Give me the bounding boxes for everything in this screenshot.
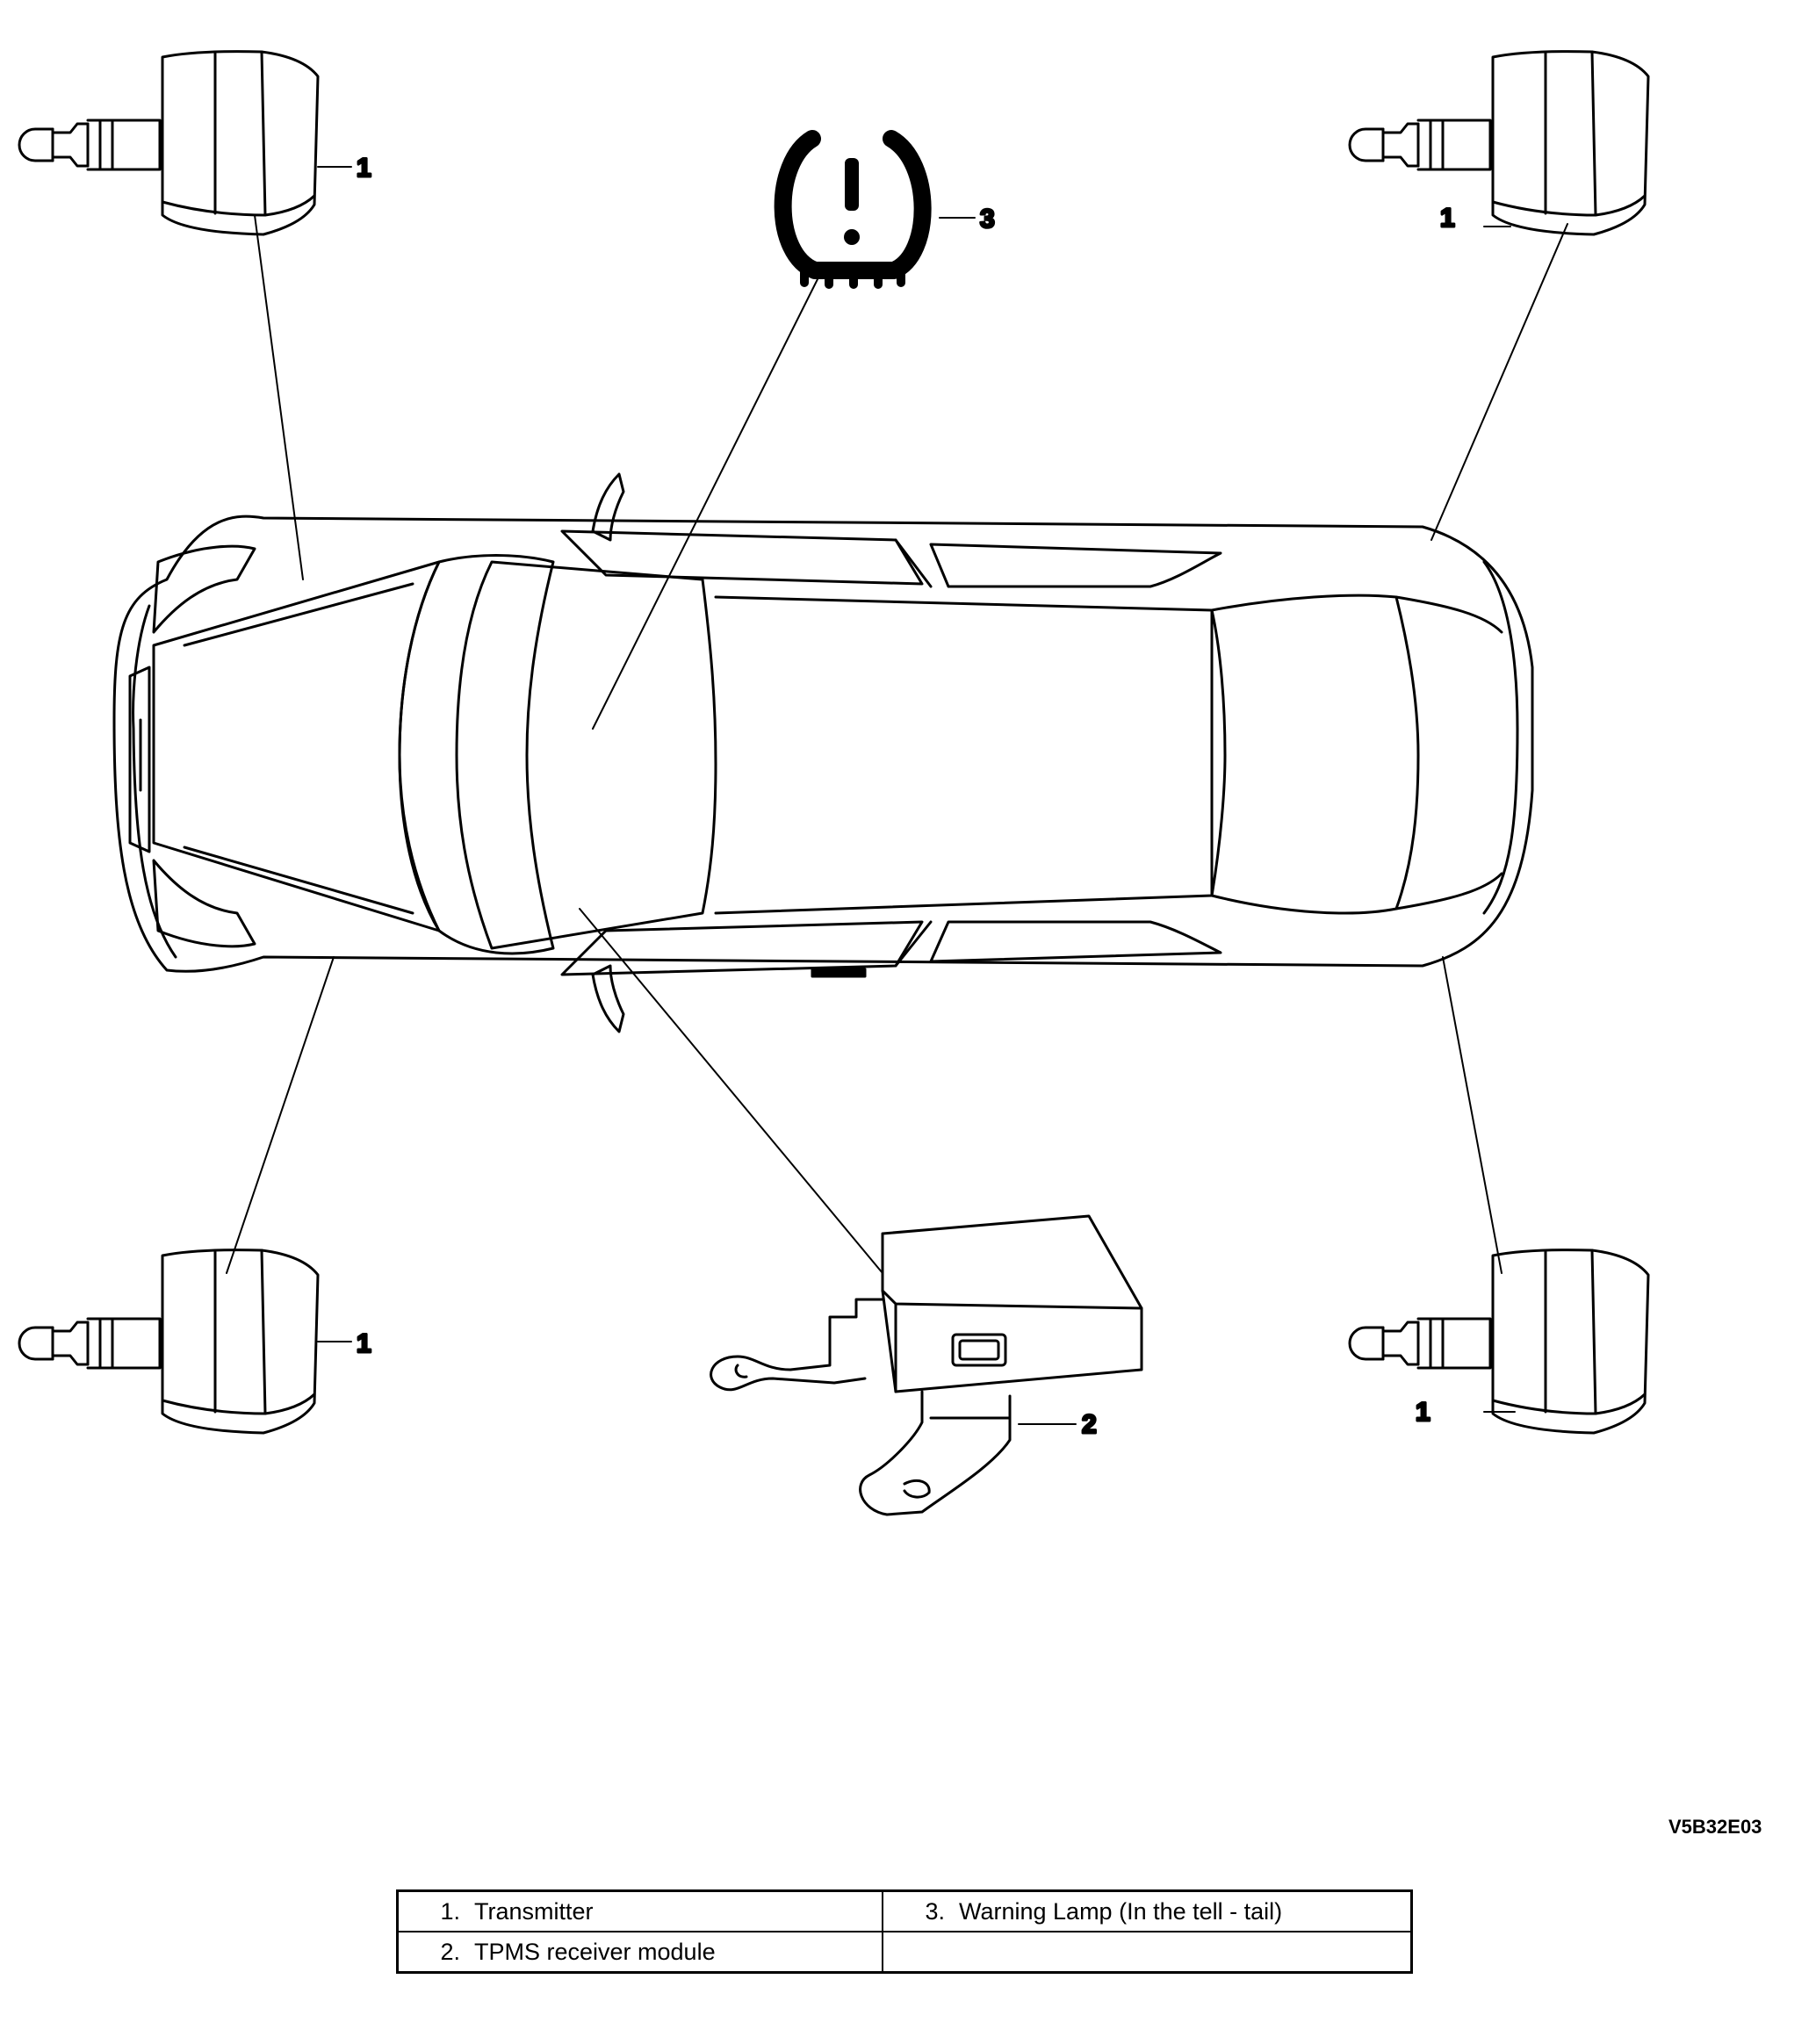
transmitter-rear-left <box>18 1249 320 1435</box>
leader-lines <box>226 166 1568 1425</box>
transmitter-front-right <box>1348 50 1650 236</box>
legend-cell: 1. Transmitter <box>396 1889 883 1932</box>
tpms-receiver-module <box>710 1214 1143 1516</box>
callout-receiver-module: 2 <box>1082 1410 1097 1439</box>
legend-label: Warning Lamp (In the tell - tail) <box>959 1897 1283 1925</box>
legend-row: 2. TPMS receiver module <box>396 1931 1413 1974</box>
legend-number: 1. <box>440 1897 460 1925</box>
callout-transmitter-front-left: 1 <box>357 154 371 183</box>
figure-code: V5B32E03 <box>1668 1816 1762 1838</box>
legend-cell <box>882 1931 1413 1974</box>
legend-table: 1. Transmitter 3. Warning Lamp (In the tel… <box>396 1889 1413 1974</box>
legend-label: Transmitter <box>474 1897 594 1925</box>
tpms-warning-lamp-icon <box>774 130 932 289</box>
transmitter-rear-right <box>1348 1249 1650 1435</box>
legend-number: 2. <box>440 1938 460 1965</box>
transmitter-front-left <box>18 50 320 236</box>
legend-label: TPMS receiver module <box>474 1938 716 1965</box>
tpms-layout-diagram: 1 1 1 1 2 3 <box>18 50 1650 1516</box>
legend-cell: 3. Warning Lamp (In the tell - tail) <box>882 1889 1413 1932</box>
legend-number: 3. <box>925 1897 945 1925</box>
callout-transmitter-front-right: 1 <box>1440 204 1455 233</box>
callout-transmitter-rear-left: 1 <box>357 1329 371 1358</box>
callout-warning-lamp: 3 <box>980 205 995 234</box>
vehicle-top-view <box>112 472 1534 1033</box>
legend-row: 1. Transmitter 3. Warning Lamp (In the tel… <box>396 1889 1413 1932</box>
legend-cell: 2. TPMS receiver module <box>396 1931 883 1974</box>
callout-transmitter-rear-right: 1 <box>1416 1398 1430 1427</box>
